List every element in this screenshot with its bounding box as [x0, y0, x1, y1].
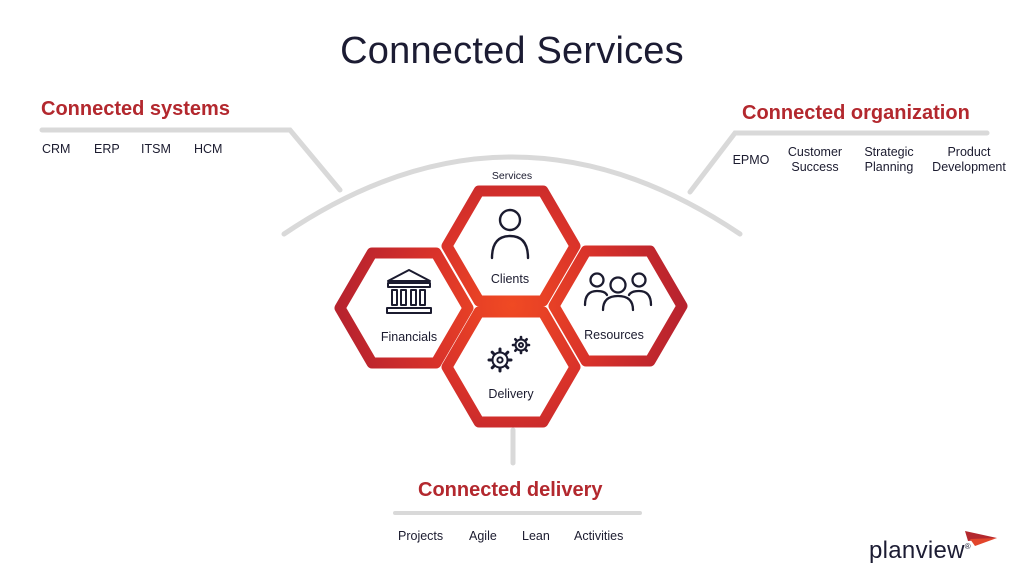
registered-mark: ® — [964, 542, 971, 551]
connected-organization-title: Connected organization — [742, 102, 970, 124]
hex-label-financials: Financials — [380, 330, 438, 344]
connected-delivery-title: Connected delivery — [418, 479, 603, 501]
connected-systems-title: Connected systems — [41, 98, 230, 120]
hex-clients — [441, 185, 581, 307]
hex-resources — [548, 245, 688, 367]
delivery-item-projects: Projects — [398, 529, 444, 543]
systems-connector — [39, 127, 343, 193]
systems-item-hcm: HCM — [194, 142, 223, 156]
systems-item-crm: CRM — [42, 142, 71, 156]
page-title: Connected Services — [340, 30, 684, 72]
delivery-item-lean: Lean — [522, 529, 550, 543]
services-arc — [281, 154, 743, 237]
planview-logo: planview® — [869, 537, 971, 565]
services-label: Services — [491, 170, 533, 182]
delivery-item-agile: Agile — [469, 529, 497, 543]
hex-delivery — [441, 306, 581, 428]
planview-logo-mark — [965, 531, 997, 546]
hex-label-resources: Resources — [584, 328, 644, 342]
gears-icon — [487, 335, 531, 373]
systems-item-itsm: ITSM — [141, 142, 171, 156]
delivery-item-activities: Activities — [574, 529, 624, 543]
hex-label-clients: Clients — [490, 272, 530, 286]
systems-item-erp: ERP — [94, 142, 120, 156]
organization-item-product-development: Product Development — [932, 145, 1006, 174]
people-group-icon — [583, 272, 653, 312]
organization-item-epmo: EPMO — [732, 153, 770, 167]
organization-connector — [687, 130, 990, 195]
bank-icon — [386, 269, 432, 314]
hex-label-delivery: Delivery — [488, 387, 534, 401]
planview-wordmark: planview — [869, 537, 965, 564]
person-icon — [490, 208, 530, 260]
organization-item-customer-success: Customer Success — [787, 145, 843, 174]
organization-item-strategic-planning: Strategic Planning — [864, 145, 914, 174]
